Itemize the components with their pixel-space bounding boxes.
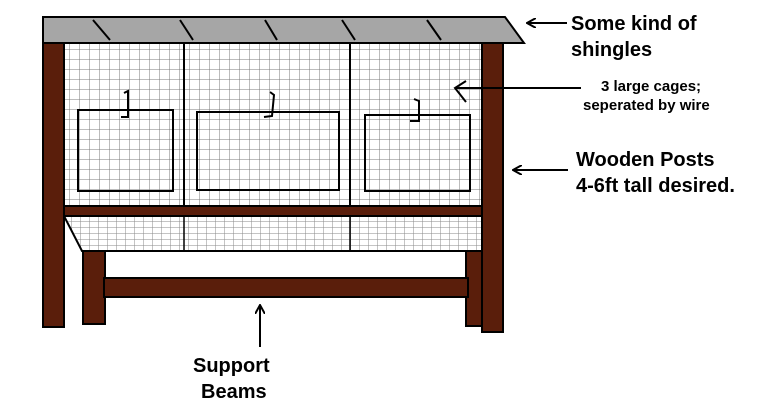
front-right-post — [481, 42, 504, 333]
door-latch-1 — [121, 89, 129, 118]
arrow-cages-head — [453, 80, 467, 103]
wire-floor-tray — [62, 215, 483, 252]
posts-label-line2: 4-6ft tall desired. — [576, 175, 735, 197]
shingles-label-line2: shingles — [571, 39, 652, 61]
support-beam — [103, 277, 469, 298]
cage-door-2 — [196, 111, 340, 191]
shingles-label-line1: Some kind of — [571, 13, 697, 35]
beams-label-line2: Beams — [201, 381, 267, 403]
front-left-post — [42, 42, 65, 328]
cage-door-3 — [364, 114, 471, 192]
cages-label-line1: 3 large cages; — [601, 78, 701, 95]
rear-left-post — [82, 249, 106, 325]
cage-door-1 — [77, 109, 174, 192]
shingle-roof — [42, 16, 526, 44]
posts-label-line1: Wooden Posts — [576, 149, 715, 171]
door-latch-2 — [263, 91, 276, 118]
cages-label-line2: seperated by wire — [583, 97, 710, 114]
floor-frame-rail — [63, 205, 483, 217]
door-latch-3 — [410, 98, 420, 122]
shingle-lines — [92, 19, 442, 41]
beams-label-line1: Support — [193, 355, 270, 377]
